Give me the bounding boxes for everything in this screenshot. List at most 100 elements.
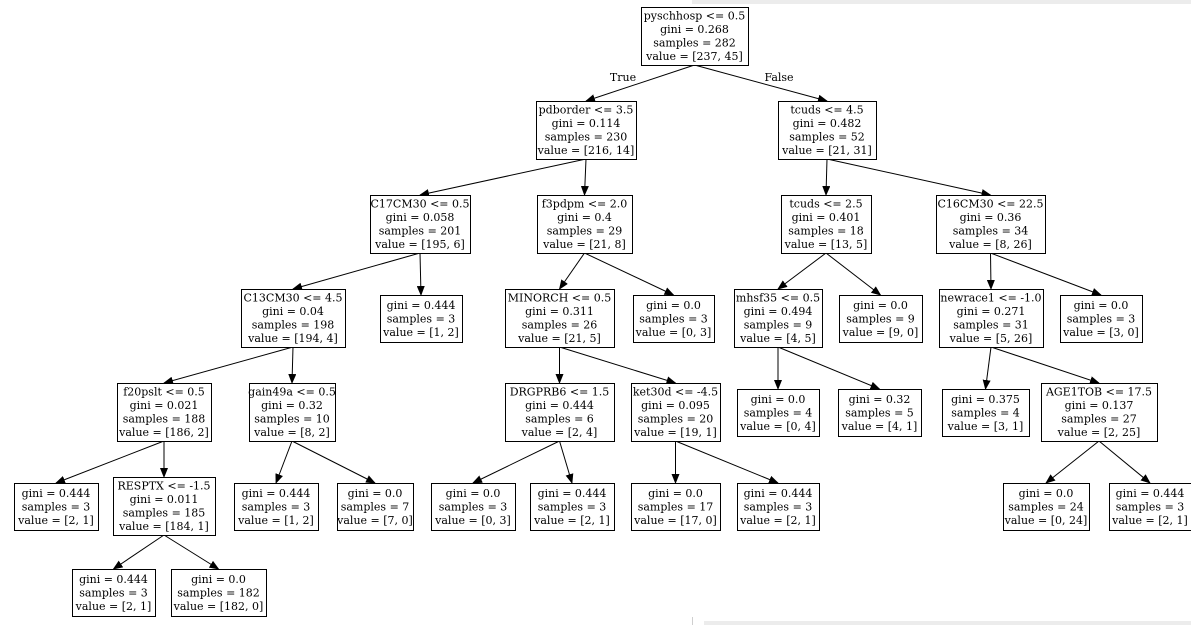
page-divider <box>692 617 693 625</box>
node-text-line: samples = 3 <box>1067 312 1136 325</box>
edge-n6-n13 <box>986 252 995 290</box>
node-text-line: C13CM30 <= 4.5 <box>243 292 342 305</box>
node-box <box>737 483 820 531</box>
node-box <box>778 101 877 160</box>
edge-n13-n22 <box>990 346 1100 384</box>
edge-n4-n10 <box>584 252 675 296</box>
node-text-line: gini = 0.0 <box>191 573 246 586</box>
node-text-line: value = [21, 8] <box>542 238 626 251</box>
page-edge-bottom <box>704 621 1191 625</box>
node-text-line: value = [184, 1] <box>118 520 209 533</box>
node-text-line: gini = 0.494 <box>744 305 813 318</box>
node-text-line: gini = 0.32 <box>849 393 911 406</box>
node-box <box>537 195 633 254</box>
node-text-line: pyschhosp <= 0.5 <box>644 10 745 23</box>
node-box <box>117 383 212 442</box>
edge-n6-n14 <box>990 252 1102 296</box>
edge-n3-n7 <box>292 252 421 291</box>
node-text-line: gini = 0.32 <box>261 399 323 412</box>
node-box <box>249 383 336 442</box>
edge-n18-n30 <box>675 440 779 484</box>
edge-n3-n8 <box>416 252 425 296</box>
node-text-line: RESPTX <= -1.5 <box>117 480 210 493</box>
edge-n0-n2 <box>694 64 828 103</box>
node-text-line: gini = 0.0 <box>751 393 806 406</box>
node-text-line: value = [8, 2] <box>253 426 330 439</box>
node-text-line: value = [7, 0] <box>336 514 413 527</box>
node-box <box>641 7 749 66</box>
node-text-line: samples = 4 <box>951 406 1020 419</box>
node-text-line: samples = 3 <box>79 586 148 599</box>
edges-layer <box>55 64 1151 570</box>
node-text-line: value = [4, 1] <box>841 420 918 433</box>
node-text-line: gini = 0.444 <box>744 487 813 500</box>
node-text-line: gain49a <= 0.5 <box>248 386 336 399</box>
node-box <box>1060 295 1143 343</box>
node-text-line: gini = 0.4 <box>557 211 612 224</box>
node-text-line: value = [19, 1] <box>633 426 717 439</box>
node-text-line: samples = 29 <box>547 225 623 238</box>
node-text-line: mhsf35 <= 0.5 <box>736 292 820 305</box>
node-text-line: value = [5, 26] <box>949 332 1033 345</box>
node-text-line: samples = 3 <box>744 500 813 513</box>
node-box <box>505 383 615 442</box>
node-text-line: gini = 0.444 <box>79 573 148 586</box>
node-text-line: gini = 0.444 <box>22 487 91 500</box>
node-box <box>936 195 1046 254</box>
node-text-line: samples = 3 <box>1116 500 1185 513</box>
edge-n22-n31 <box>1045 440 1100 484</box>
node-text-line: tcuds <= 2.5 <box>789 198 862 211</box>
node-box <box>380 295 463 343</box>
node-text-line: value = [237, 45] <box>645 50 743 63</box>
node-text-line: value = [2, 1] <box>533 514 610 527</box>
node-box <box>370 195 471 254</box>
node-box <box>72 569 156 617</box>
node-text-line: gini = 0.114 <box>552 117 621 130</box>
edge-label-true: True <box>610 71 636 84</box>
node-box <box>839 295 923 343</box>
node-text-line: gini = 0.268 <box>660 23 729 36</box>
node-text-line: samples = 31 <box>953 319 1029 332</box>
node-box <box>113 477 216 536</box>
edge-n7-n15 <box>163 346 294 385</box>
node-text-line: gini = 0.0 <box>646 299 701 312</box>
edge-n1-n4 <box>580 158 589 196</box>
node-text-line: samples = 201 <box>379 225 462 238</box>
node-text-line: value = [8, 26] <box>948 238 1032 251</box>
node-box <box>536 101 637 160</box>
node-text-line: samples = 18 <box>788 225 864 238</box>
edge-n16-n25 <box>275 440 293 484</box>
node-text-line: samples = 24 <box>1008 500 1084 513</box>
edge-n22-n32 <box>1098 440 1151 484</box>
node-text-line: gini = 0.0 <box>348 487 403 500</box>
node-text-line: gini = 0.0 <box>853 299 908 312</box>
edge-n4-n9 <box>558 252 585 290</box>
edge-n5-n12 <box>825 252 882 296</box>
node-text-line: value = [13, 5] <box>784 238 868 251</box>
node-text-line: value = [0, 3] <box>434 514 511 527</box>
node-text-line: gini = 0.021 <box>130 399 199 412</box>
node-text-line: samples = 198 <box>252 319 335 332</box>
node-text-line: value = [2, 1] <box>17 514 94 527</box>
node-text-line: value = [21, 31] <box>781 144 872 157</box>
edge-n13-n21 <box>982 346 992 390</box>
node-text-line: C16CM30 <= 22.5 <box>937 198 1043 211</box>
node-text-line: gini = 0.137 <box>1065 399 1134 412</box>
node-text-line: value = [2, 1] <box>1111 514 1188 527</box>
